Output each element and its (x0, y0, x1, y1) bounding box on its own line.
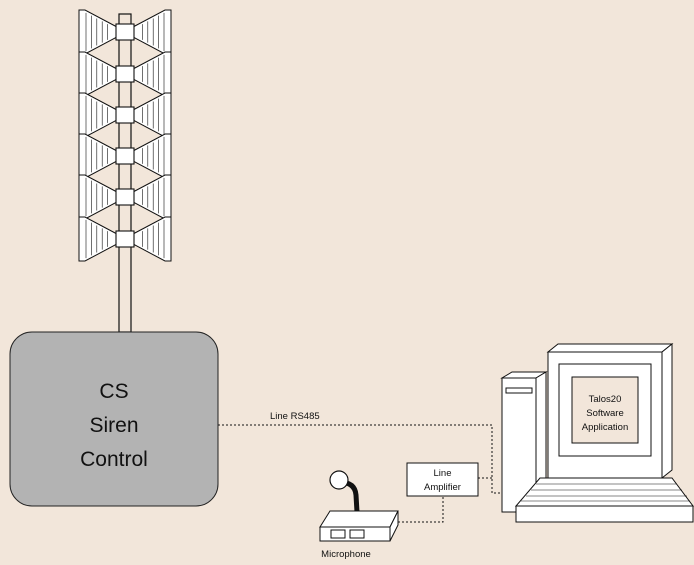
mic-head (329, 470, 349, 490)
keyboard-top (514, 477, 694, 507)
speaker-horn-left (78, 133, 118, 179)
speaker-stack (78, 9, 172, 262)
amplifier-line-1: Line (434, 468, 452, 479)
speaker-horn-left (78, 9, 118, 55)
control-box-line-1: CS (99, 380, 128, 403)
control-box-body (9, 331, 219, 507)
control-box-line-2: Siren (89, 414, 138, 437)
siren-control-box: CS Siren Control (9, 331, 219, 507)
speaker-horn-left (78, 92, 118, 138)
speaker-driver (115, 230, 135, 248)
speaker-horn-right (132, 216, 172, 262)
microphone-label: Microphone (321, 549, 371, 560)
siren-speaker-tower-icon (78, 9, 172, 333)
connections (218, 424, 502, 523)
keyboard-keys (521, 483, 690, 502)
mic-base-side (389, 510, 399, 542)
control-box-line-3: Control (80, 448, 148, 471)
mic-button-right (349, 529, 365, 539)
speaker-driver (115, 23, 135, 41)
software-line-2: Software (586, 408, 624, 419)
amplifier-box (406, 462, 479, 497)
rs485-line (218, 424, 502, 494)
monitor-screen (571, 376, 639, 444)
computer-icon: Talos20 Software Application (500, 342, 694, 523)
mic-base-top (319, 510, 399, 528)
monitor-top (546, 343, 674, 353)
keyboard-front (515, 505, 694, 523)
speaker-horn-right (132, 133, 172, 179)
speaker-horn-right (132, 9, 172, 55)
speaker-horn-right (132, 51, 172, 97)
pc-drive-slot (505, 387, 533, 394)
microphone-icon: Microphone (319, 470, 399, 560)
software-line-3: Application (582, 422, 628, 433)
speaker-horn-right (132, 92, 172, 138)
microphone-to-amplifier-line (398, 496, 444, 523)
speaker-driver (115, 65, 135, 83)
rs485-label: Line RS485 (270, 411, 320, 422)
amplifier-line-2: Amplifier (424, 482, 461, 493)
tower-pole (118, 13, 132, 333)
speaker-horn-left (78, 216, 118, 262)
speaker-horn-left (78, 174, 118, 220)
line-amplifier: Line Amplifier (406, 462, 479, 497)
software-line-1: Talos20 (589, 394, 622, 405)
speaker-driver (115, 106, 135, 124)
speaker-driver (115, 188, 135, 206)
speaker-horn-left (78, 51, 118, 97)
speaker-driver (115, 147, 135, 165)
speaker-horn-right (132, 174, 172, 220)
monitor-side (661, 342, 673, 480)
mic-button-left (330, 529, 346, 539)
